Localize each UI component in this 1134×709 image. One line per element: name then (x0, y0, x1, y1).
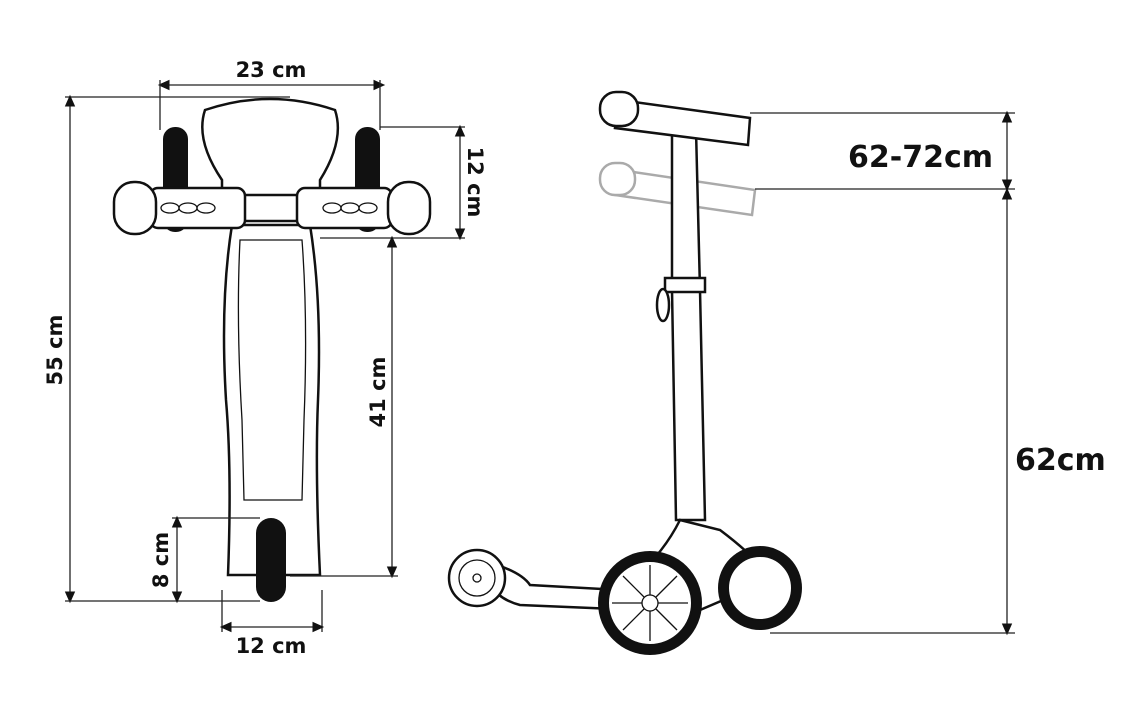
width-label: 23 cm (236, 58, 307, 82)
deck-grip (237, 239, 307, 501)
handlebar-grip-end (598, 90, 640, 128)
front-left-wheel-side (598, 551, 702, 655)
stem-clamp (663, 276, 707, 294)
front-right-wheel-side (718, 546, 802, 630)
deck-width-label: 12 cm (236, 634, 307, 658)
rear-wheel (256, 518, 286, 602)
height-lock-knob (655, 287, 671, 323)
grip-pattern (160, 202, 378, 214)
min-height-label: 62cm (1015, 443, 1106, 478)
handle-depth-label: 12 cm (463, 147, 487, 218)
total-length-label: 55 cm (43, 315, 67, 386)
adjust-range-label: 62-72cm (848, 140, 993, 175)
left-grip-end (112, 180, 158, 236)
handlebar-bar (238, 193, 302, 223)
rear-wheel-side (447, 548, 507, 608)
rear-wheel-label: 8 cm (149, 532, 173, 588)
side-view: 62-72cm 62cm (447, 90, 1106, 655)
deck (222, 223, 322, 577)
top-view-dimension-lines (64, 79, 466, 633)
right-grip-end (386, 180, 432, 236)
top-view: 23 cm 12 cm 55 cm 41 cm 8 cm 12 cm (43, 58, 487, 658)
side-view-dimension-lines (750, 110, 1015, 636)
steering-head (201, 97, 340, 202)
right-grip (295, 186, 394, 230)
deck-length-label: 41 cm (366, 357, 390, 428)
